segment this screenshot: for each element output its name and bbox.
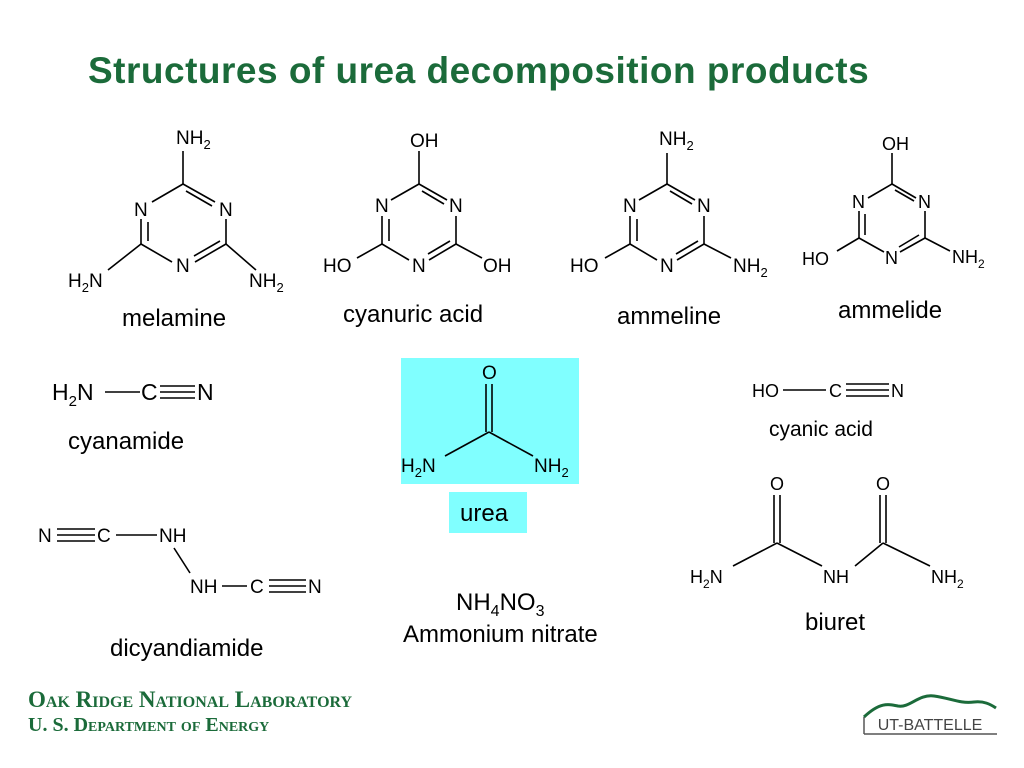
footer-lab-name: Oak Ridge National Laboratory [28,687,353,712]
svg-text:H2N: H2N [68,271,103,295]
svg-text:HO: HO [802,249,829,269]
svg-text:NH2: NH2 [952,247,985,271]
svg-text:NH: NH [190,577,217,598]
svg-text:N: N [38,526,52,547]
ammeline-label: ammeline [617,303,721,330]
page-title: Structures of urea decomposition product… [88,50,870,91]
svg-text:H2N: H2N [52,379,94,410]
dicyandiamide-structure: N C NH NH C N [38,526,322,598]
ammonium-nitrate-label: Ammonium nitrate [403,621,598,648]
biuret-structure: O O H2N NH NH2 [690,474,964,591]
svg-text:NH2: NH2 [176,128,211,152]
cyanic-acid-structure: HO C N [752,381,904,401]
ammonium-nitrate-formula: NH4NO3 [456,589,545,620]
cyanuric-acid-label: cyanuric acid [343,301,483,328]
melamine-structure: N N N NH2 H2N NH2 [68,128,284,295]
svg-text:N: N [697,196,711,217]
ammelide-label: ammelide [838,297,942,324]
svg-text:NH2: NH2 [931,567,964,591]
cyanamide-label: cyanamide [68,428,184,455]
dicyandiamide-label: dicyandiamide [110,635,263,662]
cyanuric-acid-structure: N N N OH HO OH [323,131,512,277]
svg-text:N: N [623,196,637,217]
svg-text:N: N [449,196,463,217]
svg-text:HO: HO [323,256,352,277]
svg-text:NH: NH [823,567,849,587]
svg-text:OH: OH [882,134,909,154]
svg-text:C: C [829,381,842,401]
svg-text:C: C [141,379,158,405]
svg-text:NH2: NH2 [659,129,694,153]
ammelide-structure: N N N OH HO NH2 [802,134,985,271]
cyanamide-structure: H2N C N [52,379,214,410]
svg-text:NH4NO3: NH4NO3 [456,589,545,620]
cyanic-acid-label: cyanic acid [769,418,873,441]
footer-department: U. S. Department of Energy [28,714,270,736]
svg-text:HO: HO [570,256,599,277]
svg-text:N: N [660,256,674,277]
svg-text:H2N: H2N [401,456,436,480]
svg-text:HO: HO [752,381,779,401]
svg-text:O: O [770,474,784,494]
biuret-label: biuret [805,609,865,636]
svg-text:N: N [852,192,865,212]
svg-text:NH: NH [159,526,186,547]
svg-text:O: O [482,363,497,384]
melamine-label: melamine [122,305,226,332]
svg-text:C: C [97,526,111,547]
svg-text:N: N [375,196,389,217]
ammeline-structure: N N N NH2 HO NH2 [570,129,768,280]
svg-text:NH2: NH2 [534,456,569,480]
urea-label: urea [460,500,509,527]
svg-text:N: N [891,381,904,401]
urea-structure: O H2N NH2 [401,363,569,480]
svg-text:UT-BATTELLE: UT-BATTELLE [878,717,983,734]
svg-text:N: N [197,379,214,405]
svg-text:N: N [176,256,190,277]
urea-highlight-box [401,358,579,484]
svg-text:C: C [250,577,264,598]
svg-text:N: N [308,577,322,598]
svg-text:N: N [885,248,898,268]
svg-text:N: N [134,200,148,221]
svg-text:O: O [876,474,890,494]
ut-battelle-logo: UT-BATTELLE [862,694,997,735]
urea-label-box [449,492,527,533]
svg-text:N: N [918,192,931,212]
svg-text:N: N [412,256,426,277]
svg-text:OH: OH [410,131,439,152]
svg-text:H2N: H2N [690,567,723,591]
svg-text:OH: OH [483,256,512,277]
svg-text:NH2: NH2 [249,271,284,295]
svg-text:N: N [219,200,233,221]
svg-text:NH2: NH2 [733,256,768,280]
